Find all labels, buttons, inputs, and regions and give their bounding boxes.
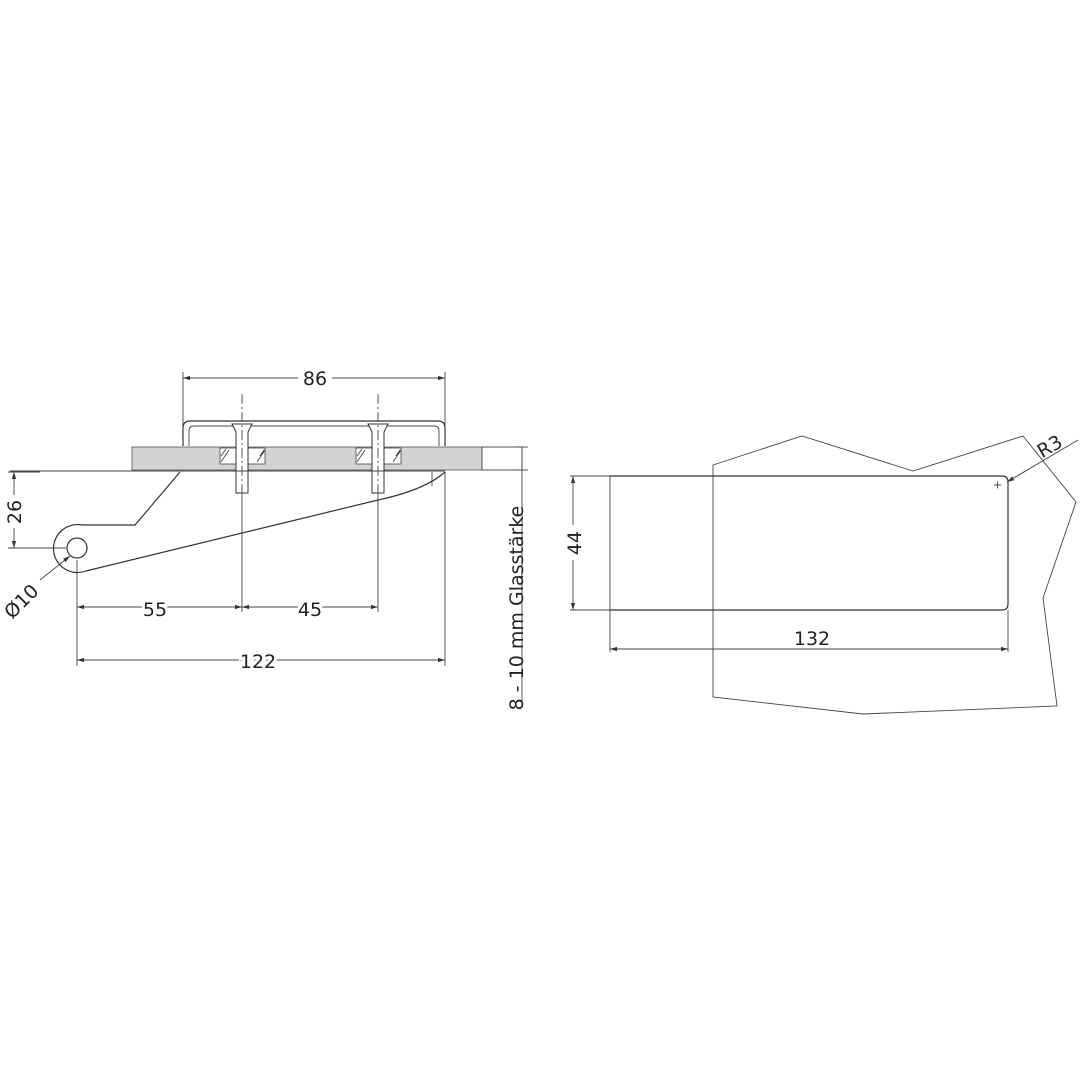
glass-panel [131,446,483,471]
dim-plate-width: 86 [303,368,327,390]
dim-bolt-spacing: 45 [298,599,322,621]
center-mark-icon [994,481,1001,489]
pivot-hole [66,537,88,559]
leader-line [39,555,71,581]
glass-thickness-label: 8 - 10 mm Glasstärke [506,506,528,711]
dim-height: 26 [4,500,26,524]
dim-corner-radius: R3 [1034,431,1067,463]
side-view: 86 26 [0,368,528,710]
dim-total-length: 122 [240,651,276,673]
dim-pivot-diameter: Ø10 [0,580,43,623]
bolt [231,423,253,494]
dim-cutout-height: 44 [564,531,586,555]
glass-edge [481,446,523,471]
clamp-plate-inner [188,425,440,446]
hinge-body [52,471,446,574]
leader-line [1006,439,1079,483]
cutout-rectangle [610,475,1009,611]
dim-cutout-length: 132 [794,628,830,650]
bolts [231,423,389,494]
dim-pivot-to-bolt: 55 [143,599,167,621]
bolt [367,423,389,494]
broken-outline [712,435,1077,715]
clamp-plate [182,420,446,446]
cutout-view: 44 132 R3 [564,431,1079,715]
hatching [220,448,402,463]
